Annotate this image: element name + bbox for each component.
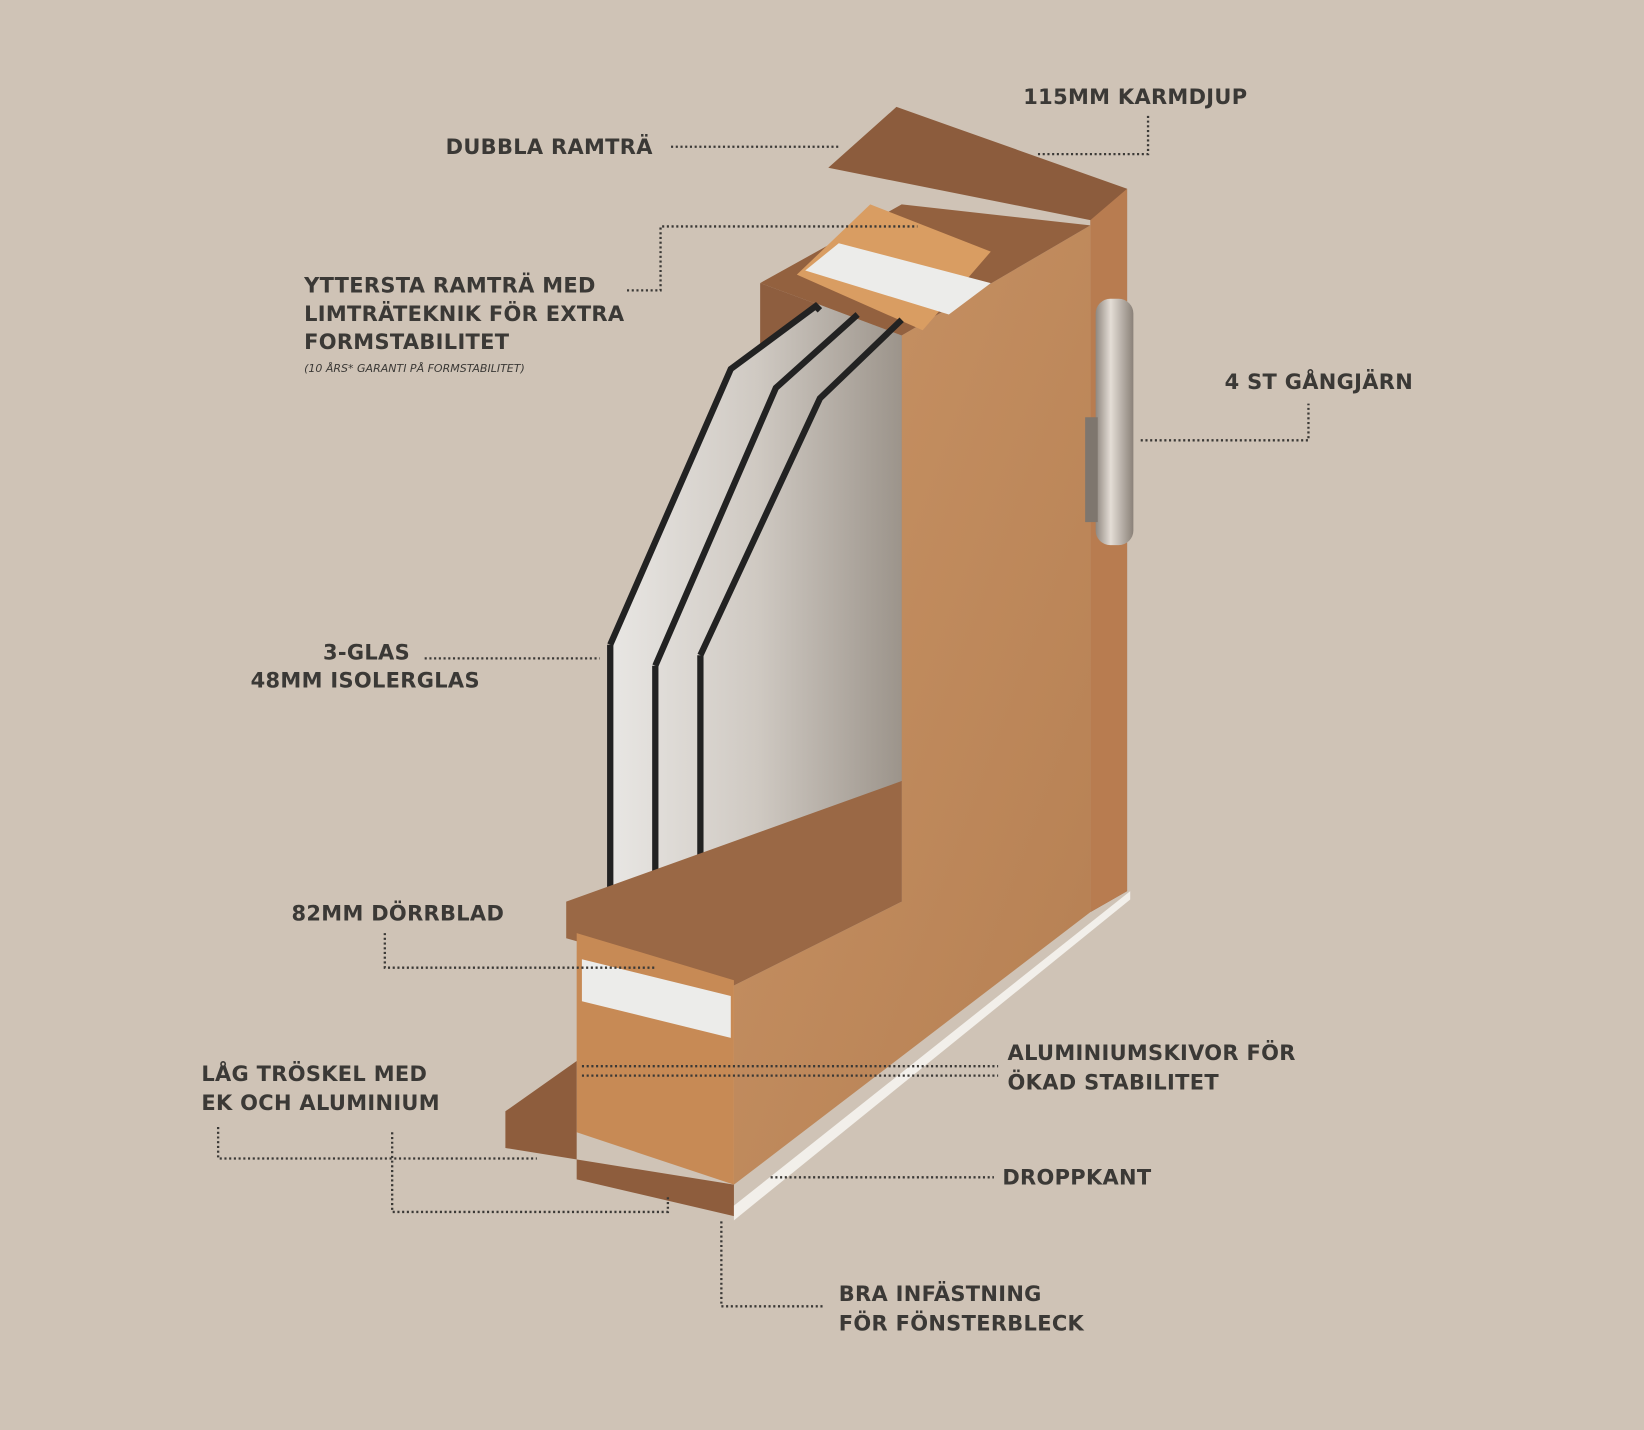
label-glas-2: 48MM ISOLERGLAS: [251, 669, 480, 693]
label-yttersta-3: FORMSTABILITET: [304, 330, 510, 354]
label-dubbla-ramtra: DUBBLA RAMTRÄ: [446, 134, 654, 159]
label-aluminium-2: ÖKAD STABILITET: [1008, 1069, 1220, 1094]
label-troskel-1: LÅG TRÖSKEL MED: [201, 1061, 427, 1086]
label-yttersta-1: YTTERSTA RAMTRÄ MED: [303, 273, 596, 298]
label-dorrblad: 82MM DÖRRBLAD: [292, 900, 505, 925]
label-glas-1: 3-GLAS: [323, 640, 410, 664]
door-illustration: [505, 106, 1134, 1221]
label-garanti: (10 ÅRS* GARANTI PÅ FORMSTABILITET): [304, 362, 525, 375]
label-infastning-1: BRA INFÄSTNING: [839, 1281, 1042, 1306]
label-karmdjup: 115MM KARMDJUP: [1023, 85, 1247, 109]
label-droppkant: DROPPKANT: [1002, 1166, 1152, 1190]
label-gangjarn: 4 ST GÅNGJÄRN: [1225, 369, 1413, 394]
label-infastning-2: FÖR FÖNSTERBLECK: [839, 1310, 1085, 1335]
hinge-icon: [1095, 298, 1134, 546]
label-yttersta-2: LIMTRÄTEKNIK FÖR EXTRA: [304, 301, 625, 326]
label-troskel-2: EK OCH ALUMINIUM: [201, 1091, 440, 1115]
label-aluminium-1: ALUMINIUMSKIVOR FÖR: [1008, 1040, 1296, 1065]
leader-lines: [216, 113, 1310, 1308]
